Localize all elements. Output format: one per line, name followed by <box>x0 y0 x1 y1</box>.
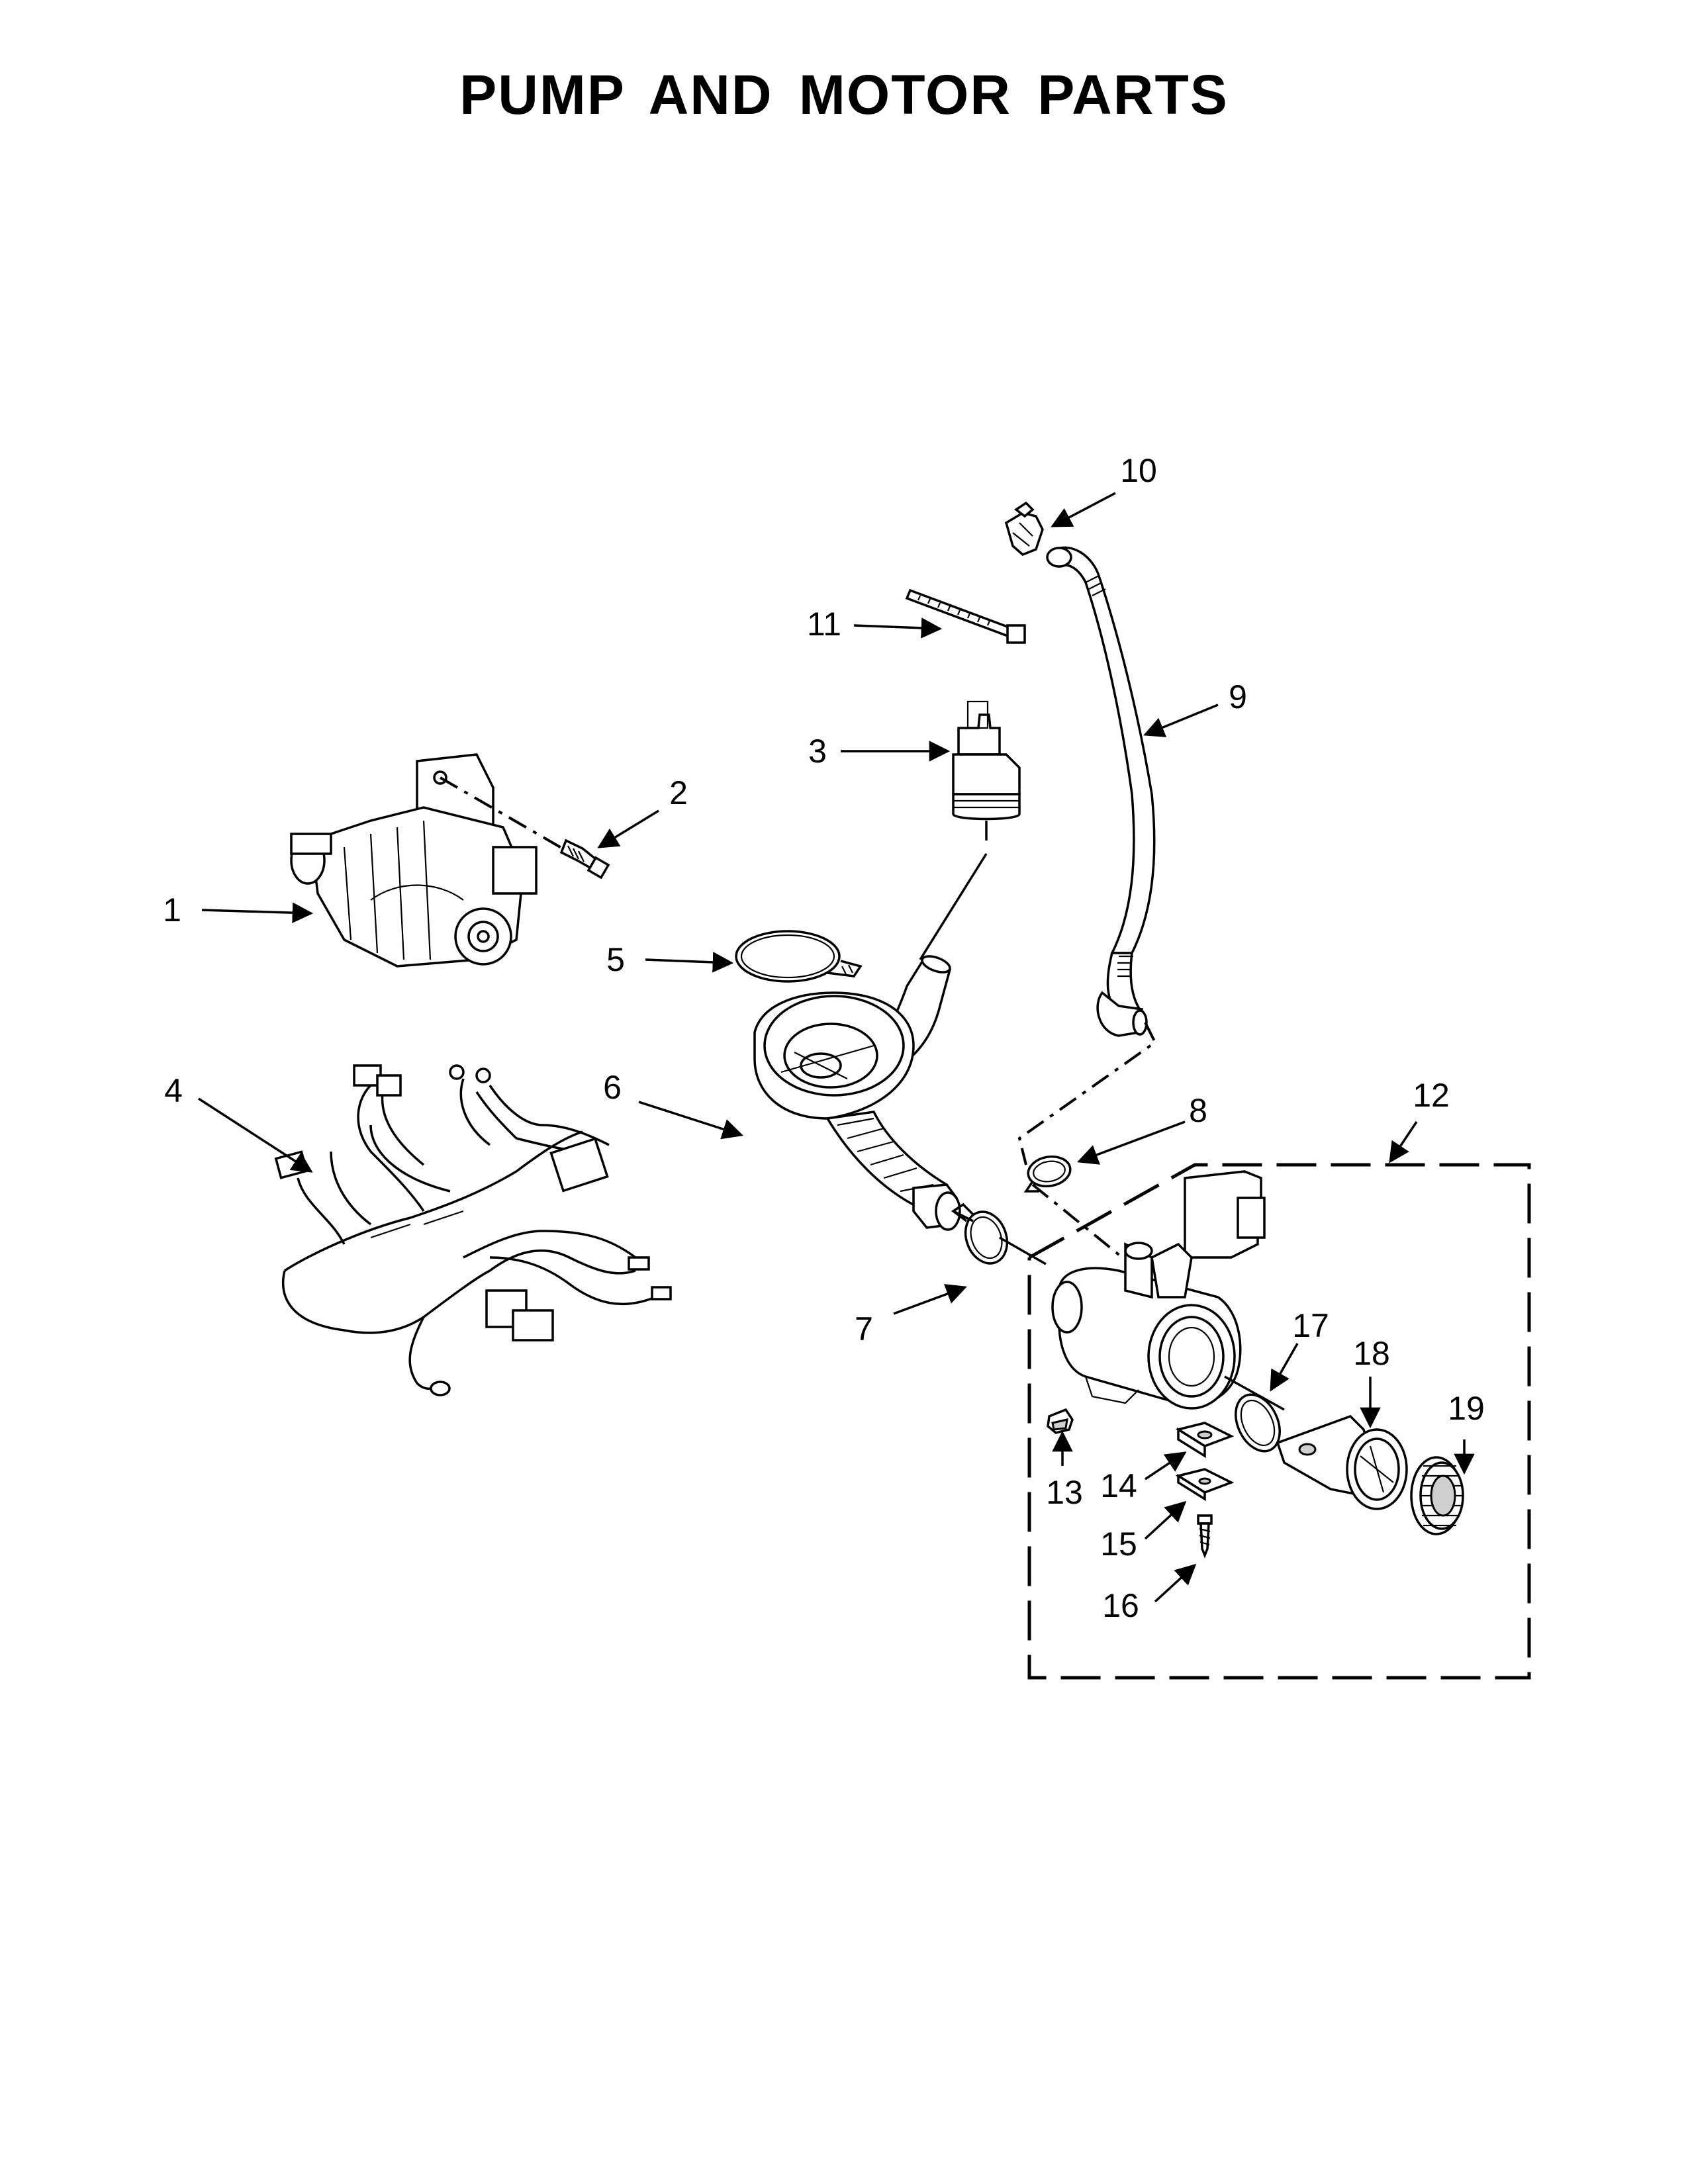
leader-8 <box>1077 1120 1186 1165</box>
leader-14 <box>1145 1451 1187 1480</box>
motor-bolt <box>559 839 610 880</box>
drain-hose-clamp <box>1023 1155 1072 1193</box>
callout-5: 5 <box>606 941 625 978</box>
hose-clip <box>1004 501 1044 557</box>
sump-hose-clamp <box>735 930 863 983</box>
callout-12: 12 <box>1413 1077 1450 1114</box>
page-title: PUMP AND MOTOR PARTS <box>459 64 1229 126</box>
leader-11 <box>853 617 943 639</box>
leader-12 <box>1389 1121 1418 1163</box>
drive-motor <box>290 753 538 968</box>
pump-hose-clamp <box>951 1203 1009 1265</box>
pump-bracket <box>1175 1468 1235 1502</box>
leader-1 <box>201 902 314 923</box>
leader-15 <box>1144 1500 1187 1540</box>
leader-2 <box>597 809 659 848</box>
drain-pump <box>1051 1170 1266 1410</box>
callout-15: 15 <box>1100 1525 1137 1563</box>
callout-8: 8 <box>1189 1092 1207 1129</box>
leader-16 <box>1154 1563 1197 1603</box>
drain-hose <box>1046 546 1156 1037</box>
air-dome-adapter <box>952 700 1021 821</box>
pump-o-ring <box>1235 1393 1281 1453</box>
leader-7 <box>893 1284 967 1315</box>
callout-6: 6 <box>603 1069 622 1106</box>
motor-bolt-axis <box>439 776 567 852</box>
callout-14: 14 <box>1100 1467 1137 1504</box>
sump-hose <box>753 955 961 1231</box>
leader-10 <box>1051 492 1116 527</box>
pump-screw <box>1197 1514 1213 1559</box>
callout-9: 9 <box>1229 678 1247 715</box>
leader-6 <box>638 1101 743 1140</box>
leader-5 <box>645 952 734 973</box>
leader-17 <box>1270 1343 1299 1392</box>
drain-hose-axis <box>1031 1183 1140 1272</box>
callout-16: 16 <box>1102 1587 1139 1624</box>
callout-17: 17 <box>1292 1307 1329 1344</box>
pump-assembly-boundary <box>1027 1163 1531 1680</box>
callout-18: 18 <box>1353 1335 1390 1372</box>
callout-7: 7 <box>855 1310 873 1347</box>
callout-10: 10 <box>1120 452 1157 489</box>
callout-11: 11 <box>807 606 841 643</box>
leader-9 <box>1143 704 1219 737</box>
callout-3: 3 <box>808 733 827 770</box>
callout-leaders <box>198 492 1475 1603</box>
callout-13: 13 <box>1046 1474 1083 1511</box>
pump-mount-clip <box>1047 1408 1074 1434</box>
callout-19: 19 <box>1448 1390 1485 1427</box>
callout-numbers: 1 2 3 4 5 6 7 8 9 10 11 12 13 14 15 16 1… <box>163 452 1485 1624</box>
wire-harness <box>274 1064 672 1396</box>
callout-2: 2 <box>669 774 688 811</box>
callout-1: 1 <box>163 891 181 929</box>
cable-tie <box>905 588 1026 644</box>
leader-4 <box>198 1097 313 1173</box>
pump-isolator <box>1175 1422 1235 1459</box>
filter-cap <box>1410 1456 1464 1535</box>
filter-housing <box>1276 1414 1408 1510</box>
callout-4: 4 <box>164 1072 183 1109</box>
